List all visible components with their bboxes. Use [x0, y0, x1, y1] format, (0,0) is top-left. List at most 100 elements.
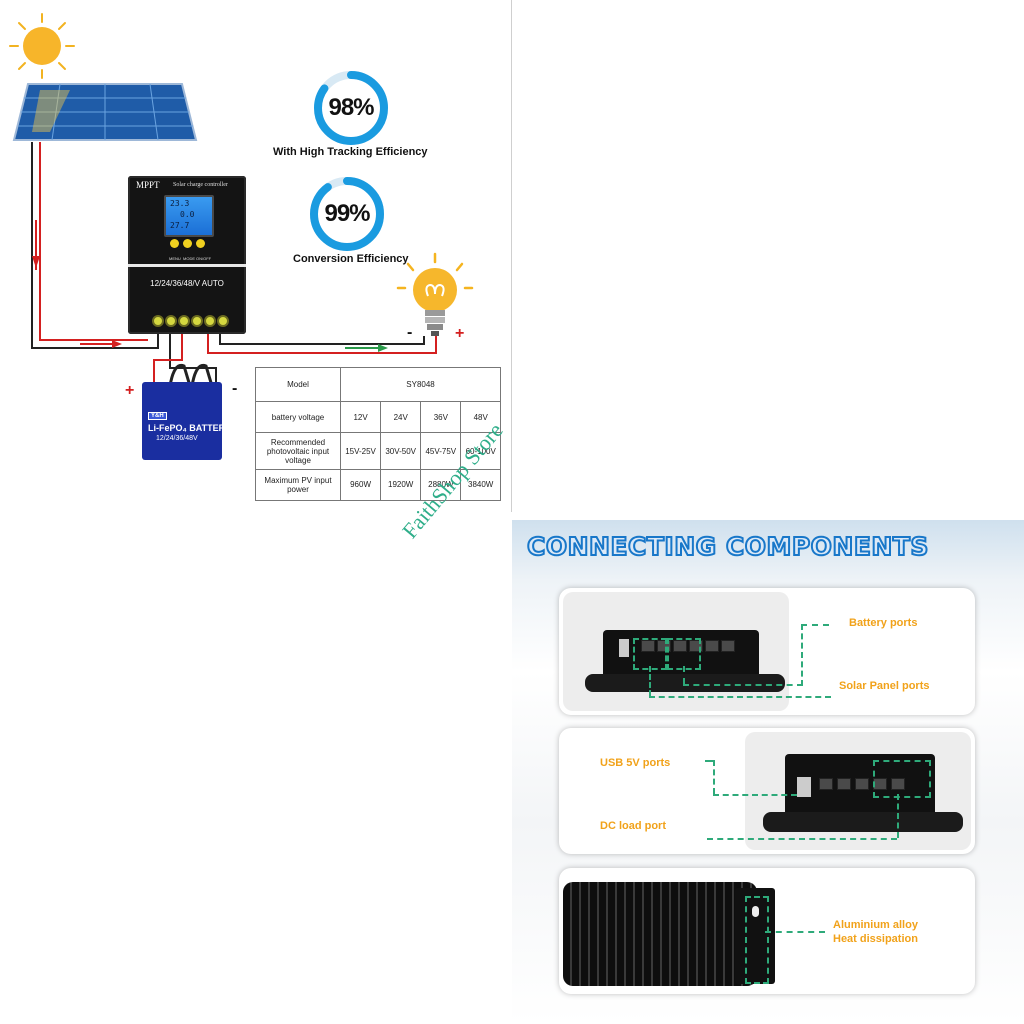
spec-cell: 3840W [460, 468, 501, 502]
spec-cell: 960W [339, 468, 382, 502]
spec-cell: 30V-50V [380, 432, 422, 470]
battery-plus-sign: + [125, 382, 135, 399]
spec-row-label: Maximum PV input power [255, 468, 341, 502]
card-heatsink: Aluminium alloy Heat dissipation [559, 868, 975, 994]
wiring-diagram [31, 142, 437, 384]
efficiency-ring-conversion: 99% [307, 174, 387, 254]
port [855, 778, 869, 790]
controller-photo-1 [563, 592, 789, 711]
dc-load-port-label: DC load port [600, 820, 666, 832]
usb-slot [797, 777, 811, 797]
spec-row-label: battery voltage [255, 401, 341, 434]
spec-cell: 60-100V [460, 432, 501, 470]
heatsink-label-line1: Aluminium alloy [833, 919, 918, 931]
controller-button-label-2: MODE [183, 256, 195, 261]
dc-load-leader [707, 838, 897, 840]
load-plus-sign: + [455, 325, 465, 342]
controller-button-label-3: ON/OFF [196, 256, 212, 261]
usb-ports-leader [713, 760, 715, 794]
battery-voltage: 12/24/36/48V [156, 435, 198, 442]
terminal-5 [204, 315, 216, 327]
tracking-efficiency-value: 98% [328, 94, 374, 121]
spec-model-label: Model [255, 366, 341, 403]
controller-heatsink-edge [763, 812, 963, 832]
spec-cell: 24V [380, 401, 422, 434]
battery-minus-sign: - [232, 380, 238, 397]
port [837, 778, 851, 790]
controller-button-3 [196, 239, 205, 248]
tracking-efficiency-caption: With High Tracking Efficiency [273, 146, 428, 158]
spec-row-label: Recommended photovoltaic input voltage [255, 432, 341, 470]
controller-voltage-label: 12/24/36/48/V AUTO [150, 279, 224, 288]
card-ports-top: Battery ports Solar Panel ports [559, 588, 975, 715]
heatsink-highlight [745, 896, 769, 984]
charge-controller-image: MPPT Solar charge controller 23.3 0.0 27… [128, 176, 246, 334]
port [641, 640, 655, 652]
terminal-3 [178, 315, 190, 327]
usb-ports-label: USB 5V ports [600, 757, 671, 769]
battery-ports-leader [801, 624, 803, 686]
card-usb-load: USB 5V ports DC load port [559, 728, 975, 854]
battery-ports-leader [801, 624, 829, 626]
load-port-highlight [873, 760, 931, 798]
port [673, 640, 687, 652]
battery-name: Li-FePO₄ BATTERY [148, 423, 231, 433]
lcd-line-2: 0.0 [180, 210, 195, 219]
spec-cell: 12V [339, 401, 382, 434]
controller-brand: MPPT [136, 180, 160, 190]
conversion-efficiency-caption: Conversion Efficiency [293, 253, 409, 265]
controller-lcd: 23.3 0.0 27.7 [164, 195, 214, 237]
dc-load-leader [897, 794, 899, 838]
spec-cell: 36V [420, 401, 462, 434]
lcd-line-1: 23.3 [170, 199, 190, 208]
spec-cell: 48V [460, 401, 501, 434]
spec-row: Recommended photovoltaic input voltage 1… [255, 432, 501, 470]
spec-table: Model SY8048 battery voltage 12V 24V 36V… [255, 366, 501, 502]
controller-button-1 [170, 239, 179, 248]
terminal-4 [191, 315, 203, 327]
spec-header-row: Model SY8048 [255, 366, 501, 403]
battery-logo: Y&H [148, 412, 167, 420]
port [721, 640, 735, 652]
spec-cell: 1920W [380, 468, 422, 502]
spec-model-value: SY8048 [340, 366, 501, 403]
port [705, 640, 719, 652]
lcd-line-3: 27.7 [170, 221, 190, 230]
heatsink-leader [765, 931, 825, 933]
terminal-6 [217, 315, 229, 327]
solar-panel-image [12, 83, 198, 141]
load-minus-sign: - [407, 324, 413, 341]
controller-subtitle: Solar charge controller [173, 182, 228, 188]
terminal-2 [165, 315, 177, 327]
battery-ports-label: Battery ports [849, 617, 918, 629]
battery-ports-leader [683, 684, 803, 686]
solar-ports-leader [649, 696, 831, 698]
controller-band [128, 264, 246, 267]
battery-ports-leader [683, 666, 685, 684]
light-bulb-icon [396, 252, 474, 336]
controller-button-2 [183, 239, 192, 248]
solar-panel-ports-label: Solar Panel ports [839, 680, 930, 692]
port [891, 778, 905, 790]
mount-hole-icon [752, 906, 759, 917]
spec-cell: 2880W [420, 468, 462, 502]
controller-button-label-1: MENU [169, 256, 181, 261]
vertical-divider [511, 0, 512, 512]
efficiency-ring-tracking: 98% [311, 68, 391, 148]
conversion-efficiency-value: 99% [324, 200, 370, 227]
heatsink-photo [563, 882, 757, 986]
components-title: CONNECTING COMPONENTS [526, 531, 929, 562]
controller-heatsink-edge [585, 674, 785, 692]
usb-ports-leader [713, 794, 797, 796]
usb-slot [619, 639, 629, 657]
battery-image: Y&H Li-FePO₄ BATTERY 12/24/36/48V [142, 382, 231, 460]
spec-row: battery voltage 12V 24V 36V 48V [255, 401, 501, 434]
terminal-1 [152, 315, 164, 327]
spec-row: Maximum PV input power 960W 1920W 2880W … [255, 468, 501, 502]
solar-ports-leader [649, 666, 651, 696]
spec-cell: 15V-25V [339, 432, 382, 470]
usb-ports-leader [705, 760, 713, 762]
heatsink-label-line2: Heat dissipation [833, 933, 918, 945]
port [819, 778, 833, 790]
